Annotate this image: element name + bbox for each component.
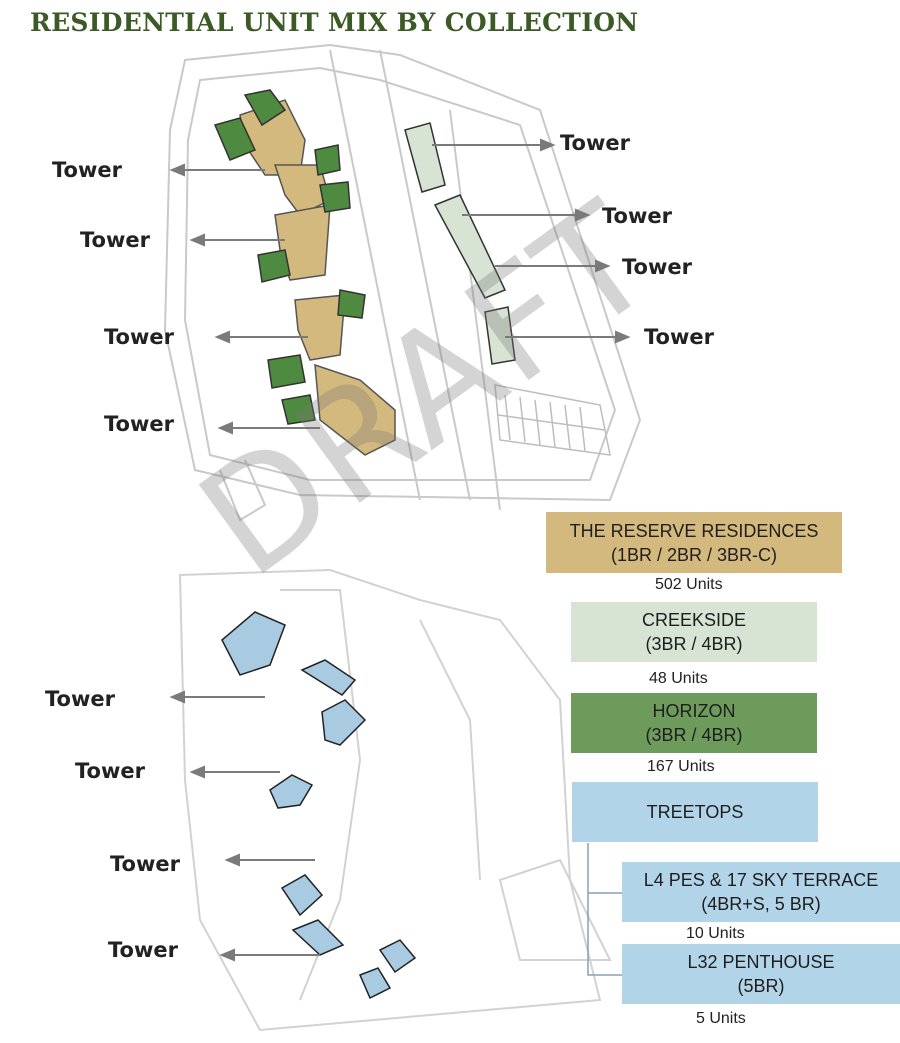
tower-label: Tower bbox=[108, 938, 178, 962]
legend-horizon-types: (3BR / 4BR) bbox=[645, 725, 743, 745]
upper-site-outline bbox=[163, 43, 642, 522]
legend-sky-units: 10 Units bbox=[686, 925, 745, 942]
tower-label: Tower bbox=[75, 759, 145, 783]
treetops-connector bbox=[587, 843, 622, 976]
townhouse-grid bbox=[494, 384, 611, 456]
legend-reserve-types: (1BR / 2BR / 3BR-C) bbox=[610, 544, 778, 565]
reserve-buildings bbox=[239, 99, 396, 456]
tower-label: Tower bbox=[45, 687, 115, 711]
page-title: RESIDENTIAL UNIT MIX BY COLLECTION bbox=[30, 8, 639, 37]
legend-creekside-units: 48 Units bbox=[649, 670, 708, 687]
legend-horizon-units: 167 Units bbox=[647, 758, 715, 775]
tower-label: Tower bbox=[560, 131, 630, 155]
legend-creekside: CREEKSIDE (3BR / 4BR) bbox=[571, 602, 817, 662]
creekside-buildings bbox=[404, 122, 516, 365]
legend-reserve-name: THE RESERVE RESIDENCES bbox=[569, 520, 819, 541]
legend-penthouse-name: L32 PENTHOUSE bbox=[687, 952, 835, 972]
legend-treetops-penthouse: L32 PENTHOUSE (5BR) bbox=[622, 944, 900, 1004]
treetops-buildings bbox=[221, 611, 417, 1000]
legend-treetops-name: TREETOPS bbox=[646, 802, 744, 822]
legend-treetops-sky: L4 PES & 17 SKY TERRACE (4BR+S, 5 BR) bbox=[622, 862, 900, 922]
legend-penthouse-units: 5 Units bbox=[696, 1010, 746, 1027]
legend-reserve: THE RESERVE RESIDENCES (1BR / 2BR / 3BR-… bbox=[546, 512, 842, 573]
legend-sky-types: (4BR+S, 5 BR) bbox=[701, 894, 821, 914]
legend-treetops: TREETOPS bbox=[572, 782, 818, 842]
tower-label: Tower bbox=[602, 204, 672, 228]
legend-sky-name: L4 PES & 17 SKY TERRACE bbox=[643, 870, 879, 890]
legend-creekside-types: (3BR / 4BR) bbox=[645, 634, 743, 654]
tower-label: Tower bbox=[104, 325, 174, 349]
tower-label: Tower bbox=[644, 325, 714, 349]
tower-label: Tower bbox=[80, 228, 150, 252]
horizon-buildings bbox=[213, 89, 366, 425]
tower-label: Tower bbox=[110, 852, 180, 876]
legend-horizon-name: HORIZON bbox=[652, 701, 736, 721]
tower-arrows bbox=[169, 138, 631, 962]
tower-label: Tower bbox=[622, 255, 692, 279]
legend-horizon: HORIZON (3BR / 4BR) bbox=[571, 693, 817, 753]
tower-label: Tower bbox=[104, 412, 174, 436]
tower-label: Tower bbox=[52, 158, 122, 182]
legend-reserve-units: 502 Units bbox=[655, 576, 723, 593]
legend-creekside-name: CREEKSIDE bbox=[641, 610, 747, 630]
legend-penthouse-types: (5BR) bbox=[737, 976, 785, 996]
